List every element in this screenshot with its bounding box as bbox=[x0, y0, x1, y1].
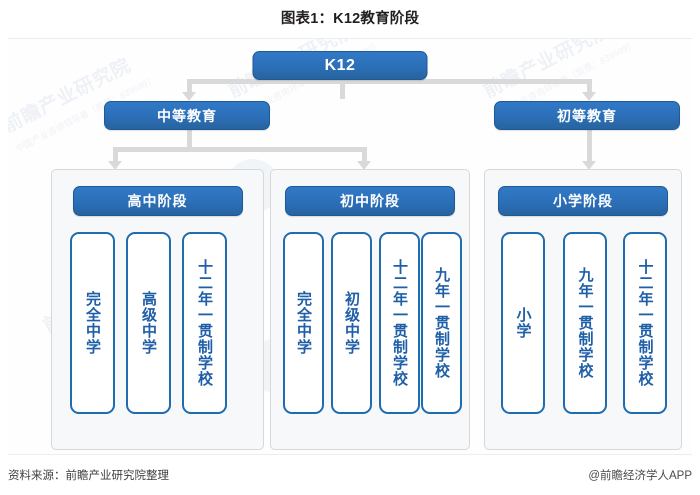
group-header-senior-high[interactable]: 高中阶段 bbox=[72, 186, 243, 216]
leaf-senior-2-label: 高级中学 bbox=[140, 291, 157, 355]
leaf-junior-4-label: 九年一贯制学校 bbox=[433, 267, 450, 379]
node-k12[interactable]: K12 bbox=[252, 51, 428, 80]
group-primary-school: 小学阶段 小学 九年一贯制学校 十二年一贯制学校 bbox=[484, 169, 682, 450]
footer-source: 资料来源：前瞻产业研究院整理 bbox=[8, 470, 169, 482]
leaf-senior-3-label: 十二年一贯制学校 bbox=[196, 259, 213, 387]
leaf-primary-3-label: 十二年一贯制学校 bbox=[636, 259, 654, 387]
node-secondary-education[interactable]: 中等教育 bbox=[104, 101, 270, 130]
connector-secondary-left-drop bbox=[113, 147, 118, 162]
leaf-senior-1-label: 完全中学 bbox=[84, 291, 101, 355]
connector-root-left-drop bbox=[187, 79, 192, 93]
arrow-to-primary-education bbox=[582, 92, 596, 101]
leaf-junior-2[interactable]: 初级中学 bbox=[331, 232, 372, 414]
leaf-junior-1[interactable]: 完全中学 bbox=[283, 232, 324, 414]
group-senior-high: 高中阶段 完全中学 高级中学 十二年一贯制学校 bbox=[51, 169, 264, 450]
connector-root-stem bbox=[340, 79, 345, 99]
leaf-primary-2[interactable]: 九年一贯制学校 bbox=[563, 232, 607, 414]
footer-brand: @前瞻经济学人APP bbox=[588, 470, 692, 482]
page-title: 图表1：K12教育阶段 bbox=[280, 11, 420, 27]
leaf-primary-1-label: 小学 bbox=[514, 307, 532, 339]
group-junior-high: 初中阶段 完全中学 初级中学 十二年一贯制学校 九年一贯制学校 bbox=[270, 169, 470, 450]
leaf-senior-1[interactable]: 完全中学 bbox=[70, 232, 115, 414]
connector-root-right-drop bbox=[587, 79, 592, 93]
leaf-junior-3-label: 十二年一贯制学校 bbox=[391, 259, 408, 387]
connector-primary-stem bbox=[587, 129, 592, 162]
diagram-canvas: 前瞻产业研究院中国产业咨询领导者（股票：839599） 前瞻产业研究院中国产业咨… bbox=[8, 38, 692, 455]
node-primary-education[interactable]: 初等教育 bbox=[494, 101, 680, 130]
leaf-primary-3[interactable]: 十二年一贯制学校 bbox=[623, 232, 667, 414]
leaf-junior-3[interactable]: 十二年一贯制学校 bbox=[379, 232, 420, 414]
leaf-primary-2-label: 九年一贯制学校 bbox=[576, 267, 594, 379]
leaf-junior-1-label: 完全中学 bbox=[295, 291, 312, 355]
connector-secondary-bus bbox=[113, 147, 367, 152]
leaf-junior-4[interactable]: 九年一贯制学校 bbox=[421, 232, 462, 414]
connector-secondary-right-drop bbox=[362, 147, 367, 162]
connector-secondary-stem bbox=[187, 129, 192, 147]
group-header-primary-school[interactable]: 小学阶段 bbox=[498, 186, 668, 216]
leaf-primary-1[interactable]: 小学 bbox=[501, 232, 545, 414]
arrow-to-secondary-education bbox=[182, 92, 196, 101]
leaf-senior-2[interactable]: 高级中学 bbox=[126, 232, 171, 414]
leaf-junior-2-label: 初级中学 bbox=[343, 291, 360, 355]
leaf-senior-3[interactable]: 十二年一贯制学校 bbox=[182, 232, 227, 414]
footer: 资料来源：前瞻产业研究院整理 @前瞻经济学人APP bbox=[0, 455, 700, 495]
group-header-junior-high[interactable]: 初中阶段 bbox=[285, 186, 455, 216]
